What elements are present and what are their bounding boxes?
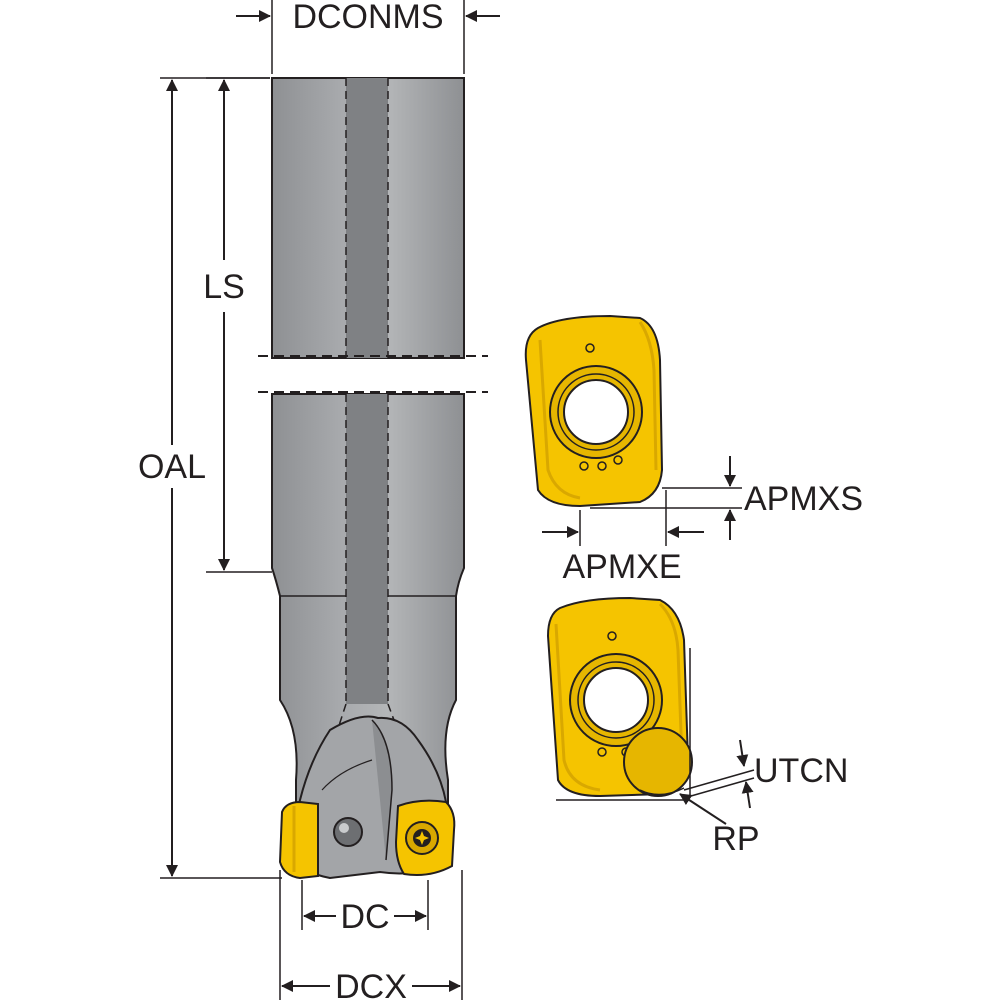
- shank-break-lines: [258, 355, 488, 393]
- label-dconms: DCONMS: [292, 0, 443, 36]
- tool-shank-lower: [271, 393, 465, 806]
- label-utcn: UTCN: [754, 752, 848, 790]
- dim-dcx: DCX: [279, 870, 463, 1000]
- insert-bottom: [546, 596, 693, 798]
- dim-dconms: DCONMS: [236, 0, 500, 74]
- dim-rp: RP: [679, 793, 760, 858]
- label-oal: OAL: [138, 448, 206, 486]
- label-rp: RP: [712, 820, 759, 858]
- dim-apmxe: APMXE: [542, 490, 704, 586]
- head-insert-left: [278, 800, 319, 880]
- label-ls: LS: [203, 268, 245, 306]
- head-insert-right: [394, 799, 456, 876]
- label-dcx: DCX: [335, 968, 407, 1000]
- label-apmxe: APMXE: [562, 548, 681, 586]
- dim-ls: LS: [203, 77, 272, 573]
- insert-top: [524, 314, 664, 508]
- label-apmxs: APMXS: [744, 480, 863, 518]
- dim-utcn: UTCN: [556, 648, 848, 809]
- dim-dc: DC: [301, 880, 429, 936]
- label-dc: DC: [340, 898, 389, 936]
- tool-shank-upper: [271, 77, 465, 359]
- dim-oal: OAL: [138, 77, 282, 879]
